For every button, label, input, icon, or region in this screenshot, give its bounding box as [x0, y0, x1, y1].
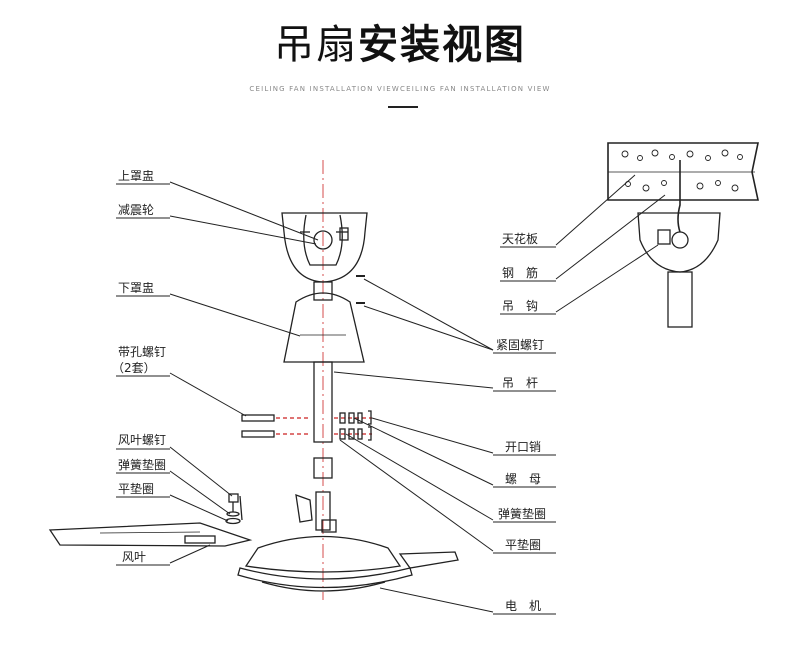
label-nut: 螺 母: [505, 472, 541, 486]
label-damping-wheel: 减震轮: [118, 203, 154, 217]
spring-washer-part: [226, 511, 240, 517]
label-hole-screw-qty: （2套）: [112, 361, 156, 375]
ceiling-board-part: [607, 142, 759, 201]
upper-cover-part: [281, 212, 368, 283]
label-spring-washer-right: 弹簧垫圈: [498, 506, 546, 521]
label-hook: 吊 钩: [502, 299, 538, 313]
label-ceiling-board: 天花板: [502, 231, 538, 246]
motor-part: [244, 535, 402, 573]
page-subtitle: CEILING FAN INSTALLATION VIEWCEILING FAN…: [249, 85, 551, 93]
washer-1: [357, 412, 363, 424]
down-rod-part: [313, 361, 333, 443]
damping-wheel-part: [303, 214, 343, 266]
cotter-pin-1: [368, 410, 372, 425]
damping-wheel-hub: [313, 230, 333, 250]
nut-1: [339, 412, 346, 424]
lower-cover-part: [283, 292, 365, 363]
label-spring-washer-left: 弹簧垫圈: [118, 457, 166, 472]
label-hole-screw: 带孔螺钉: [118, 345, 166, 359]
hook-rod: [667, 271, 693, 328]
label-motor: 电 机: [505, 599, 541, 613]
label-rebar: 钢 筋: [502, 265, 538, 280]
label-flat-washer-left: 平垫圈: [118, 481, 154, 496]
hole-screw-1: [241, 414, 275, 422]
title-light: 吊扇: [274, 22, 358, 68]
rod-collar: [313, 281, 333, 301]
rebar-part: [677, 160, 681, 233]
label-set-screw: 紧固螺钉: [496, 338, 544, 352]
blade-left-part: [48, 522, 253, 547]
label-flat-washer-right: 平垫圈: [505, 537, 541, 552]
page-title: 吊扇安装视图: [0, 12, 800, 70]
hook-part: [671, 231, 689, 249]
label-blade-screw: 风叶螺钉: [118, 433, 166, 447]
hole-screw-2: [241, 430, 275, 438]
hook-canopy: [637, 212, 721, 273]
motor-shaft: [315, 491, 331, 531]
blade-right-part: [398, 551, 459, 569]
motor-coupler: [313, 457, 333, 479]
title-underline: [388, 106, 418, 108]
label-cotter-pin: 开口销: [505, 440, 541, 454]
label-blade: 风叶: [122, 550, 146, 564]
label-rod: 吊 杆: [502, 376, 538, 390]
label-lower-cover: 下罩盅: [118, 281, 154, 295]
label-upper-cover: 上罩盅: [118, 169, 154, 183]
flat-washer-part: [225, 517, 241, 525]
title-bold: 安装视图: [358, 22, 526, 68]
